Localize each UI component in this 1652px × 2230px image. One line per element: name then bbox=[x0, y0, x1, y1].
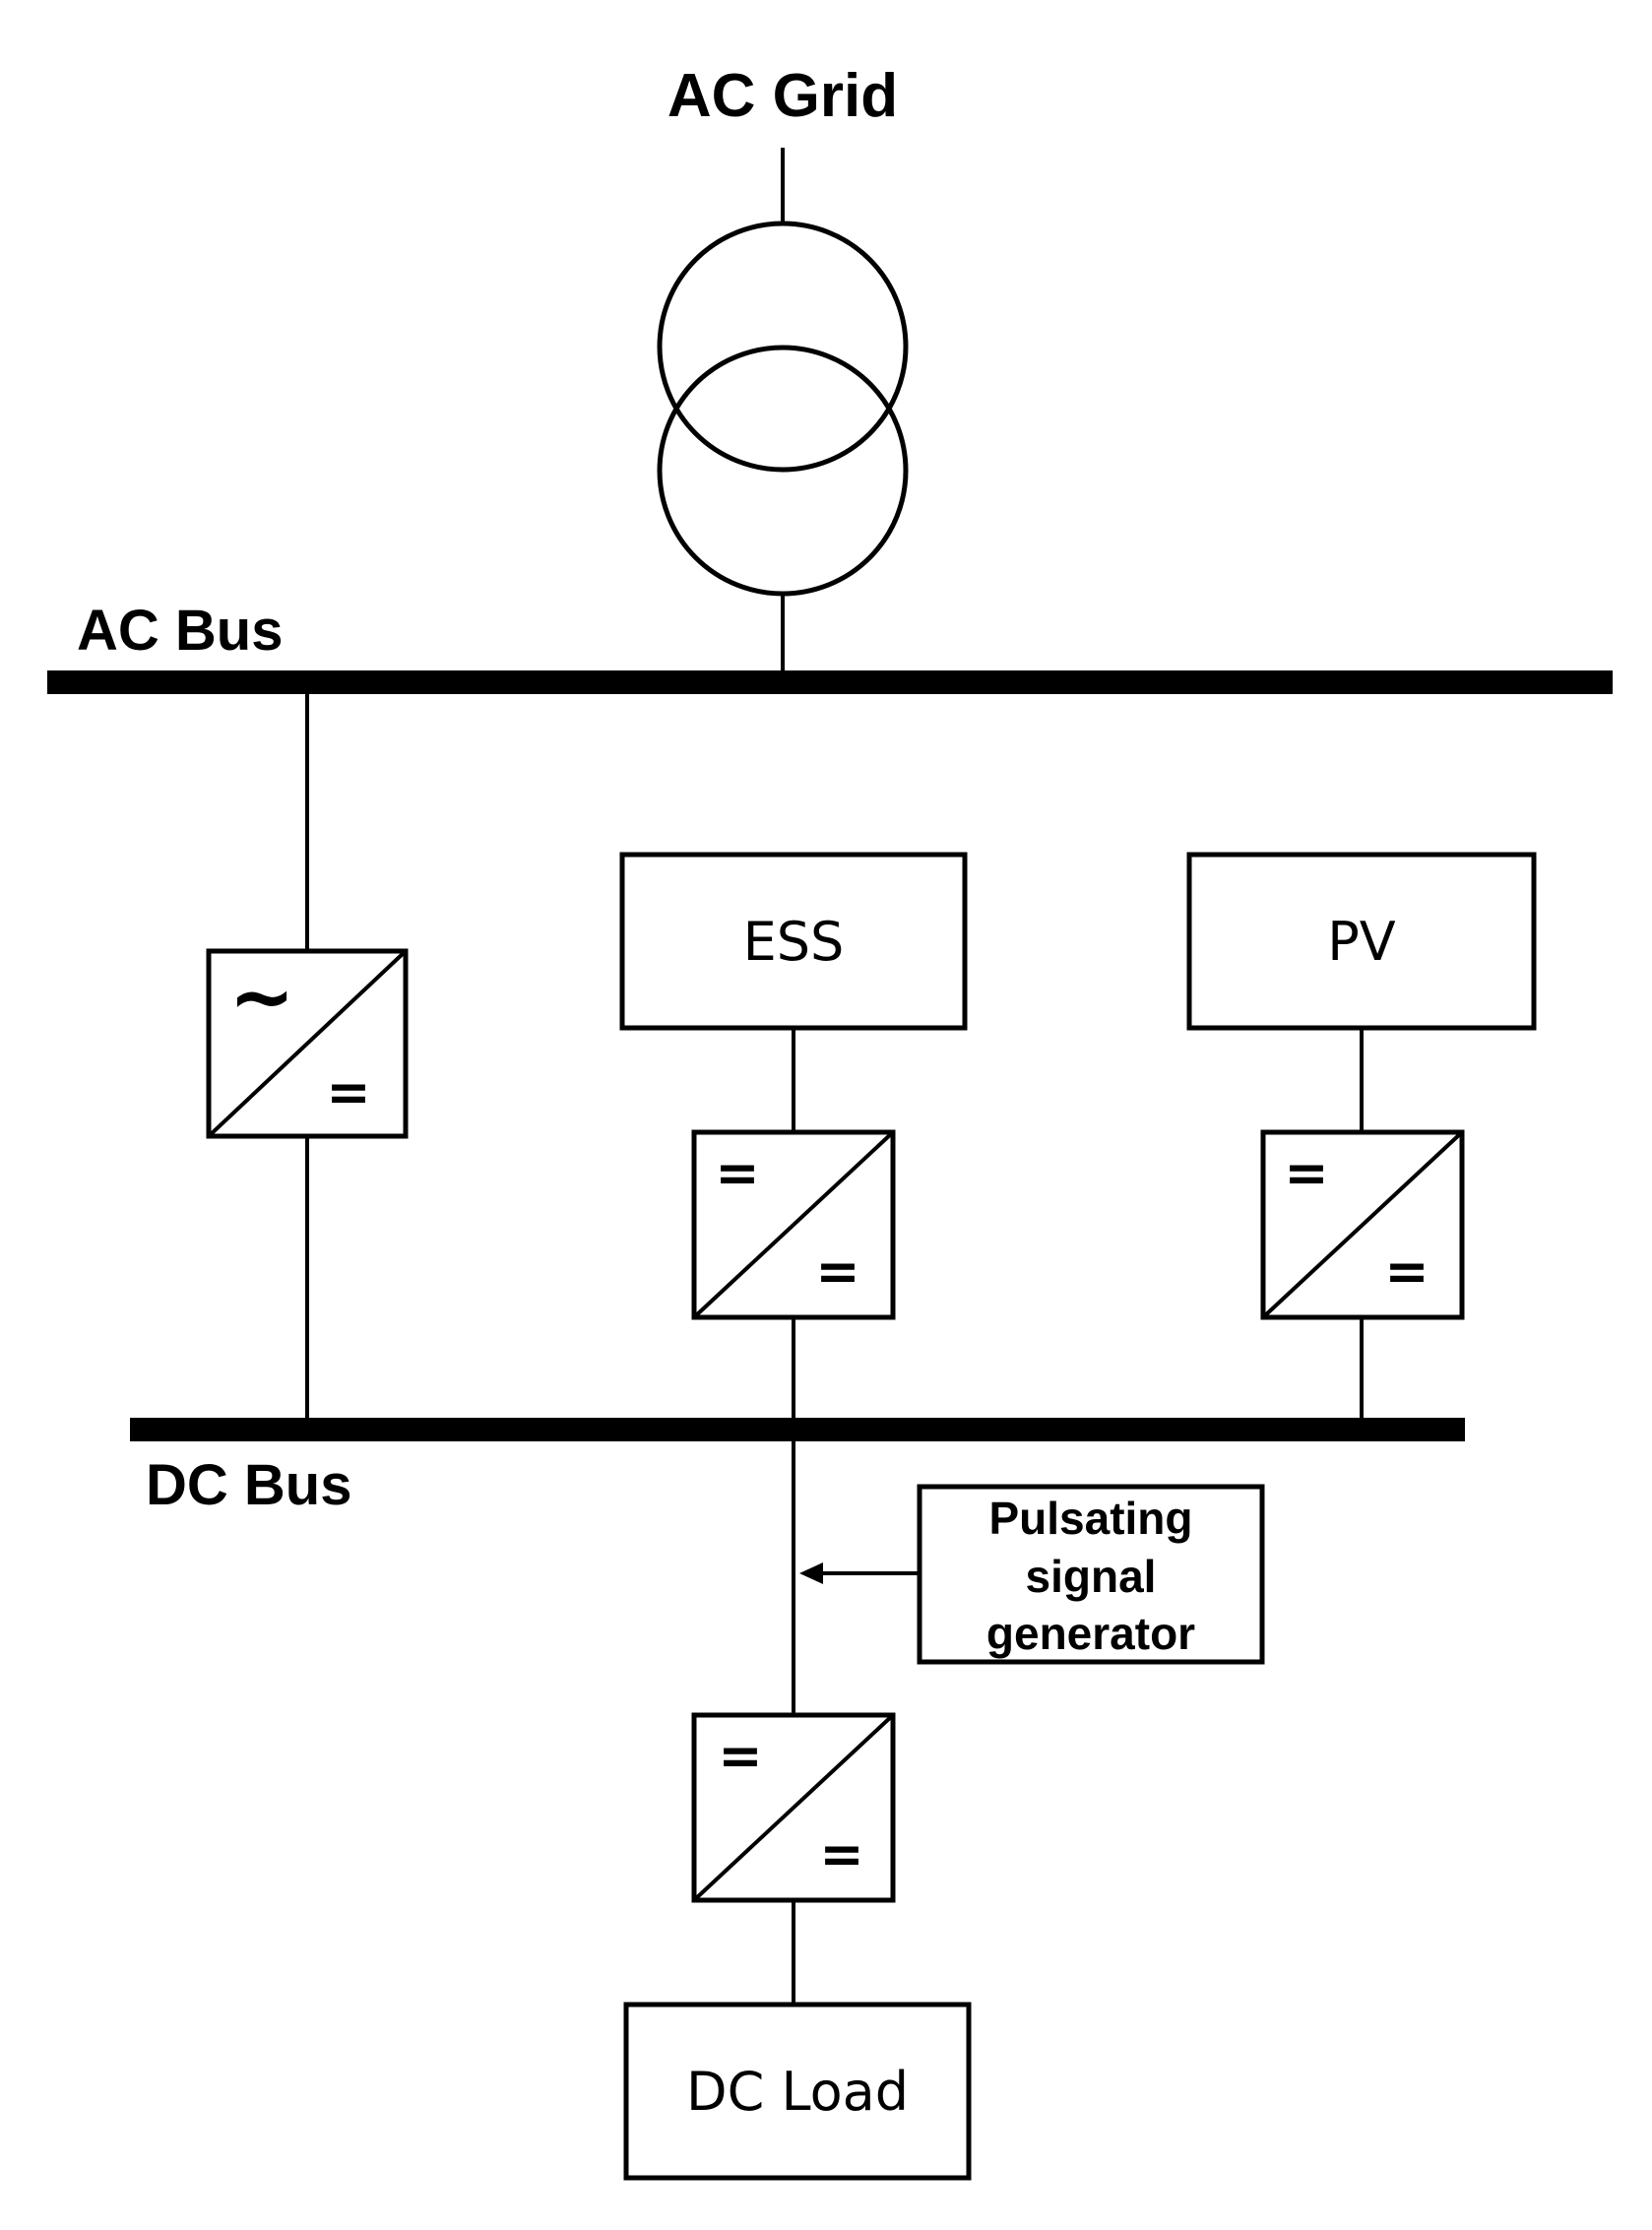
ac-grid-label: AC Grid bbox=[667, 62, 898, 130]
ess-dc-in-symbol-icon: = bbox=[715, 1142, 759, 1204]
transformer-primary-winding bbox=[657, 221, 909, 473]
ess-box bbox=[619, 852, 968, 1031]
signal-injection-arrow-head bbox=[799, 1562, 823, 1584]
pv-label: PV bbox=[1327, 911, 1396, 973]
ess-label: ESS bbox=[743, 911, 845, 973]
ess-dc-dc-converter-diagonal bbox=[692, 1130, 895, 1319]
dc-bus-label: DC Bus bbox=[146, 1453, 351, 1517]
ac-dc-converter-diagonal bbox=[207, 949, 408, 1138]
pulsating-signal-generator-box bbox=[917, 1484, 1265, 1665]
generator-label-line1: Pulsating bbox=[988, 1493, 1192, 1544]
generator-label-line2: signal bbox=[1026, 1551, 1157, 1602]
load-dc-out-symbol-icon: = bbox=[819, 1823, 863, 1885]
ac-symbol-icon: ~ bbox=[228, 951, 294, 1043]
ac-bus-label: AC Bus bbox=[77, 599, 283, 663]
load-dc-in-symbol-icon: = bbox=[718, 1725, 762, 1787]
pv-dc-out-symbol-icon: = bbox=[1384, 1241, 1429, 1303]
pv-dc-dc-converter-diagonal bbox=[1261, 1130, 1464, 1319]
ess-dc-dc-converter: = = bbox=[691, 1129, 896, 1320]
pv-dc-in-symbol-icon: = bbox=[1284, 1142, 1328, 1204]
dc-load-label: DC Load bbox=[686, 2061, 909, 2123]
pv-dc-dc-converter: = = bbox=[1260, 1129, 1465, 1320]
load-dc-dc-converter-diagonal bbox=[692, 1713, 895, 1902]
ac-dc-converter: ~ = bbox=[206, 948, 409, 1139]
pulsating-signal-generator: Pulsating signal generator bbox=[917, 1484, 1265, 1665]
dc-symbol-icon: = bbox=[326, 1061, 370, 1123]
dc-load-box bbox=[623, 2002, 972, 2181]
load-dc-dc-converter: = = bbox=[691, 1712, 896, 1903]
generator-label-line3: generator bbox=[986, 1608, 1195, 1659]
transformer-symbol bbox=[657, 221, 909, 597]
ess-dc-out-symbol-icon: = bbox=[815, 1241, 859, 1303]
